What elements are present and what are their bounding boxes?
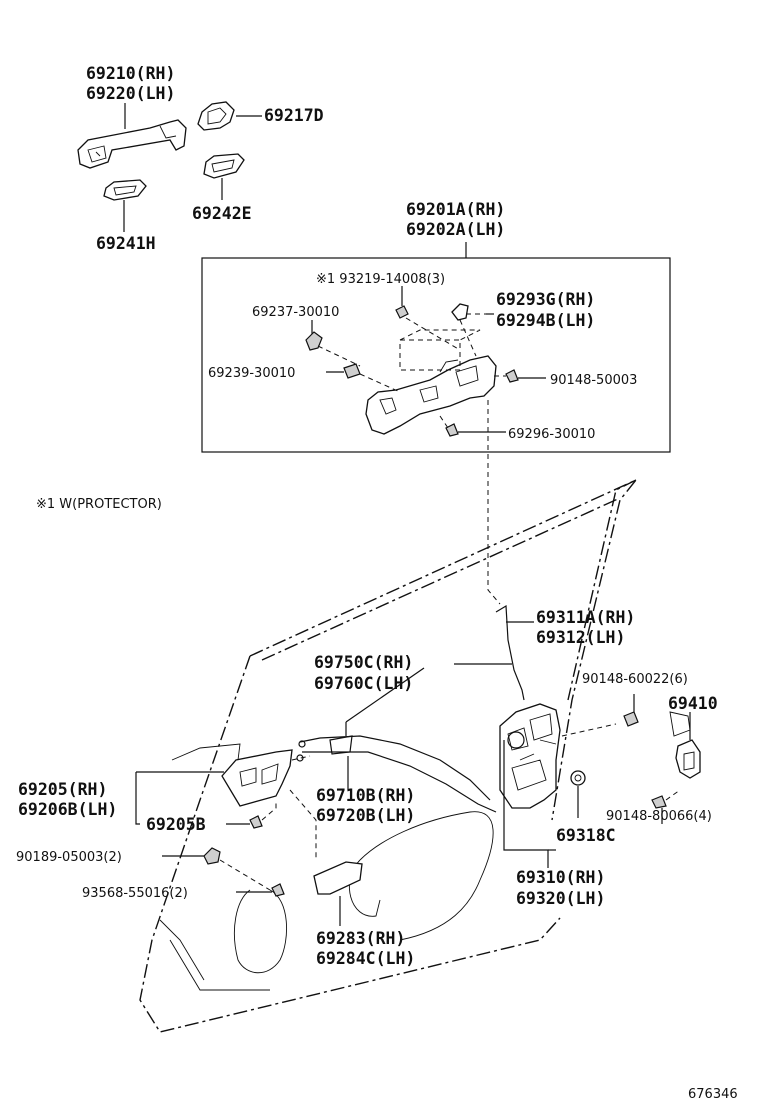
- bracket-group: [313, 861, 363, 926]
- lock-rod-group: [454, 604, 534, 701]
- label-69760c: 69760C(LH): [314, 674, 413, 693]
- label-69242e: 69242E: [192, 204, 252, 223]
- diagram-reference-number: 676346: [688, 1087, 738, 1102]
- label-69293g: 69293G(RH): [496, 290, 595, 309]
- label-69283: 69283(RH): [316, 929, 405, 948]
- label-69237: 69237-30010: [252, 305, 339, 320]
- outside-handle[interactable]: [77, 119, 187, 169]
- inside-handle-group: [135, 749, 311, 897]
- lock-rod-69311a[interactable]: [495, 604, 525, 701]
- bracket-69283[interactable]: [313, 861, 363, 895]
- cables-group: [289, 667, 497, 860]
- label-90148-50003: 90148-50003: [550, 373, 637, 388]
- bolt-90148-50003[interactable]: [505, 369, 519, 383]
- handle-cap-69217d[interactable]: [197, 101, 235, 131]
- part-69237[interactable]: [305, 331, 323, 351]
- cable-69710b[interactable]: [302, 751, 497, 813]
- label-69202a: 69202A(LH): [406, 220, 505, 239]
- label-69205b: 69205B: [146, 815, 206, 834]
- handle-frame-group: [201, 242, 671, 453]
- label-69205: 69205(RH): [18, 780, 107, 799]
- label-69410: 69410: [668, 694, 718, 713]
- label-69284c: 69284C(LH): [316, 949, 415, 968]
- outside-handle-group: [77, 101, 262, 232]
- screw-69205b[interactable]: [249, 815, 263, 829]
- bolt-90148-60022[interactable]: [623, 711, 639, 727]
- labels-group: 69210(RH) 69220(LH) 69217D 69242E 69241H…: [16, 64, 738, 1102]
- label-69241h: 69241H: [96, 234, 156, 253]
- inside-handle[interactable]: [221, 749, 293, 807]
- label-69310: 69310(RH): [516, 868, 605, 887]
- door-outline: [139, 479, 637, 1033]
- screw-93219[interactable]: [395, 305, 409, 319]
- handle-pad-69242e[interactable]: [203, 153, 245, 179]
- label-69294b: 69294B(LH): [496, 311, 595, 330]
- label-69217d: 69217D: [264, 106, 324, 125]
- handle-frame-box: [201, 257, 671, 453]
- label-69320: 69320(LH): [516, 889, 605, 908]
- label-69296: 69296-30010: [508, 427, 595, 442]
- striker-69410[interactable]: [675, 739, 701, 779]
- bolt-90148-80066[interactable]: [651, 795, 667, 809]
- clip-69318c[interactable]: [570, 770, 586, 786]
- label-69720b: 69720B(LH): [316, 806, 415, 825]
- label-69710b: 69710B(RH): [316, 786, 415, 805]
- part-69239[interactable]: [343, 363, 361, 379]
- label-90148-60022: 90148-60022(6): [582, 672, 688, 687]
- handle-frame[interactable]: [365, 355, 497, 435]
- label-90189: 90189-05003(2): [16, 850, 122, 865]
- label-69312: 69312(LH): [536, 628, 625, 647]
- handle-pad-69241h[interactable]: [103, 179, 147, 201]
- label-93568: 93568-55016(2): [82, 886, 188, 901]
- label-93219: ※1 93219-14008(3): [316, 272, 445, 287]
- label-69311a: 69311A(RH): [536, 608, 635, 627]
- label-69210: 69210(RH): [86, 64, 175, 83]
- label-69239: 69239-30010: [208, 366, 295, 381]
- clip-90189[interactable]: [203, 847, 221, 865]
- label-90148-80066: 90148-80066(4): [606, 809, 712, 824]
- label-69750c: 69750C(RH): [314, 653, 413, 672]
- label-69206b: 69206B(LH): [18, 800, 117, 819]
- clip-69293g[interactable]: [451, 303, 469, 321]
- cable-69750c[interactable]: [299, 735, 491, 801]
- label-69201a: 69201A(RH): [406, 200, 505, 219]
- protector-note: ※1 W(PROTECTOR): [36, 497, 162, 512]
- label-69318c: 69318C: [556, 826, 616, 845]
- bolt-69296[interactable]: [445, 423, 459, 437]
- label-69220: 69220(LH): [86, 84, 175, 103]
- screw-93568[interactable]: [271, 883, 285, 897]
- lock-assembly-group: [499, 694, 701, 868]
